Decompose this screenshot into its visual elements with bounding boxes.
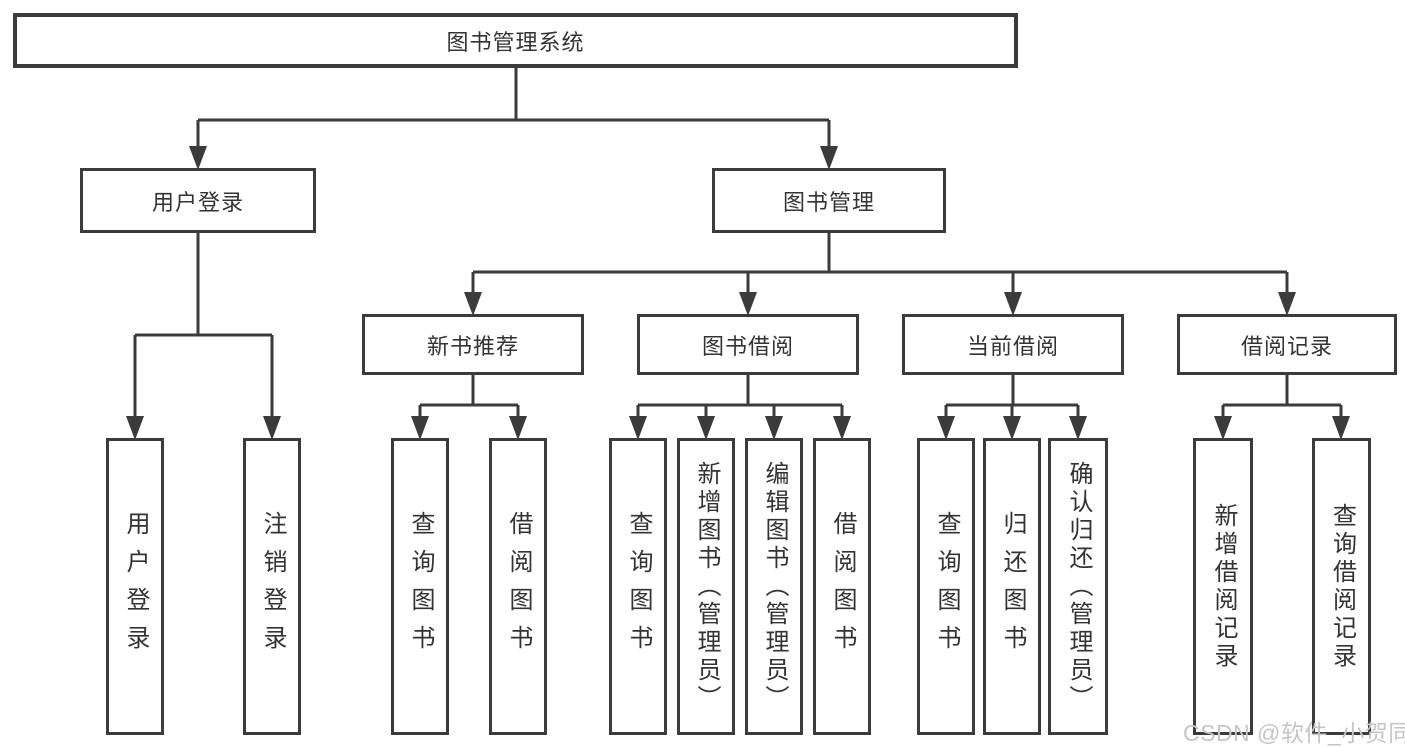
node-user-login: 用户登录 [80,168,316,233]
node-new-book-recommend: 新书推荐 [362,314,584,375]
csdn-watermark: CSDN @软件_小贺同学 [1183,720,1405,746]
leaf-label: 查询图书 [407,510,434,663]
leaf-nb-query-books: 查询图书 [391,438,449,735]
leaf-bb-add-books-admin: 新增图书（管理员） [677,438,735,735]
node-current-borrow: 当前借阅 [902,314,1124,375]
leaf-bb-borrow-books: 借阅图书 [813,438,871,735]
node-library-management-system: 图书管理系统 [13,13,1018,68]
leaf-label: 查询图书 [933,510,960,663]
leaf-user-login: 用户登录 [106,438,164,735]
leaf-cb-return-books: 归还图书 [983,438,1041,735]
leaf-label: 新增图书（管理员） [693,460,720,713]
leaf-label: 新增借阅记录 [1210,502,1237,671]
leaf-label: 查询借阅记录 [1328,502,1356,671]
leaf-nb-borrow-books: 借阅图书 [489,438,547,735]
leaf-label: 借阅图书 [829,510,856,663]
leaf-label: 注销登录 [259,510,286,663]
leaf-label: 归还图书 [999,510,1026,663]
node-borrow-records: 借阅记录 [1177,314,1397,375]
leaf-br-query-record: 查询借阅记录 [1312,438,1371,735]
leaf-bb-edit-books-admin: 编辑图书（管理员） [745,438,803,735]
node-book-management: 图书管理 [712,168,946,233]
leaf-label: 用户登录 [122,510,149,663]
leaf-cb-confirm-return-admin: 确认归还（管理员） [1048,438,1108,735]
node-book-borrow: 图书借阅 [637,314,859,375]
arrowheads [126,146,1350,440]
leaf-label: 编辑图书（管理员） [761,460,788,713]
leaf-label: 借阅图书 [505,510,532,663]
leaf-label: 确认归还（管理员） [1065,460,1092,713]
leaf-bb-query-books: 查询图书 [609,438,667,735]
leaf-logout: 注销登录 [243,438,301,735]
leaf-cb-query-books: 查询图书 [917,438,975,735]
leaf-br-add-record: 新增借阅记录 [1193,438,1253,735]
leaf-label: 查询图书 [625,510,652,663]
